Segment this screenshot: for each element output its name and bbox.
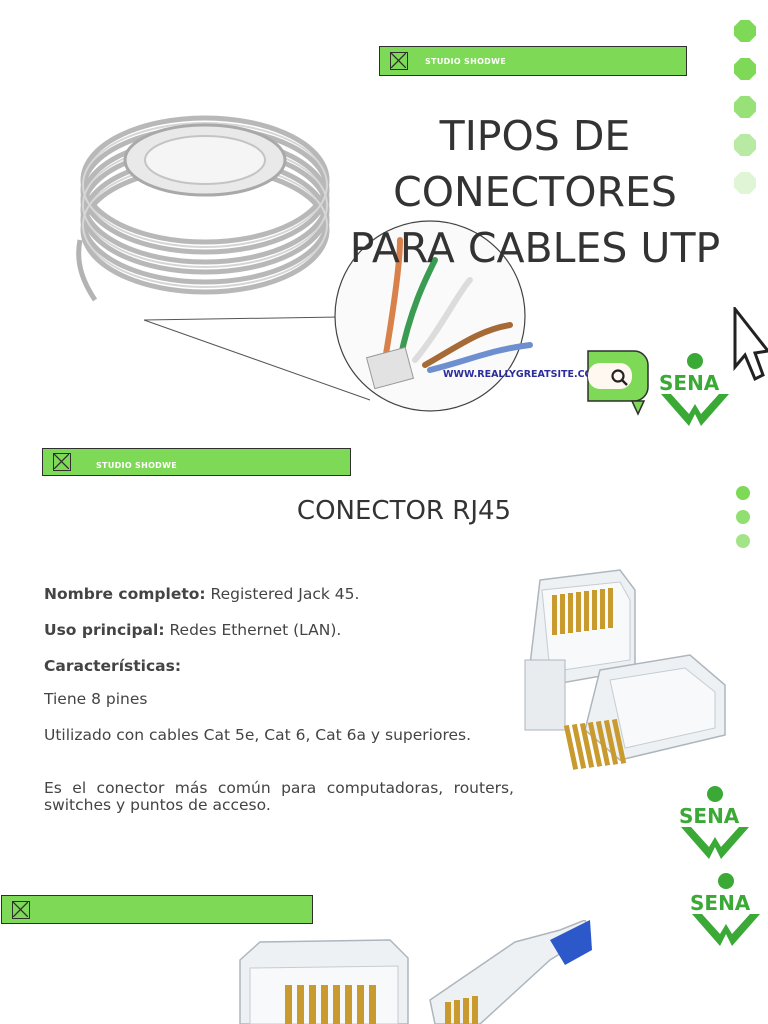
feature-item: Es el conector más común para computador… [44,779,514,814]
decor-dot [736,510,750,524]
decor-dot [734,134,756,156]
website-url-link[interactable]: WWW.REALLYGREATSITE.COM [443,369,603,380]
title-line-3: PARA CABLES UTP [349,224,721,272]
field-label: Uso principal: [44,621,165,639]
field-full-name: Nombre completo: Registered Jack 45. [44,586,514,603]
brand-bar-top: STUDIO SHODWE [379,46,687,76]
sena-logo-text: SENA [679,804,740,828]
sena-logo: SENA [690,873,760,946]
field-main-use: Uso principal: Redes Ethernet (LAN). [44,622,514,639]
brand-label: STUDIO SHODWE [96,461,178,470]
brand-label: STUDIO SHODWE [425,57,507,66]
sena-logo: SENA [679,786,749,859]
field-value: Redes Ethernet (LAN). [169,621,342,639]
brand-bar-bottom [1,895,313,924]
placeholder-box-icon [390,52,408,70]
decor-dot [734,20,756,42]
sena-logo: SENA [659,353,729,426]
rj45-connectors-bottom-image [239,920,592,1024]
field-features: Características: [44,658,514,675]
main-title: TIPOS DE CONECTORES PARA CABLES UTP [330,108,740,276]
sena-logo-text: SENA [690,891,751,915]
placeholder-box-icon [12,901,30,919]
search-bubble-icon[interactable] [586,349,652,419]
sena-logo-text: SENA [659,371,720,395]
title-line-2: CONECTORES [393,168,677,216]
decor-dot [734,172,756,194]
title-line-1: TIPOS DE [439,112,631,160]
decor-dot [734,58,756,80]
decor-dot [736,486,750,500]
field-value: Registered Jack 45. [210,585,360,603]
brand-bar-middle: STUDIO SHODWE [42,448,351,476]
feature-item: Tiene 8 pines [44,690,148,708]
placeholder-box-icon [53,453,71,471]
cursor-icon [733,307,768,382]
decor-dot [736,534,750,548]
section-heading: CONECTOR RJ45 [296,496,512,526]
field-label: Nombre completo: [44,585,206,603]
feature-item: Utilizado con cables Cat 5e, Cat 6, Cat … [44,726,472,744]
field-label: Características: [44,657,182,675]
decor-dot [734,96,756,118]
rj45-connector-image [524,569,726,770]
utp-cable-coil-image [40,90,590,420]
